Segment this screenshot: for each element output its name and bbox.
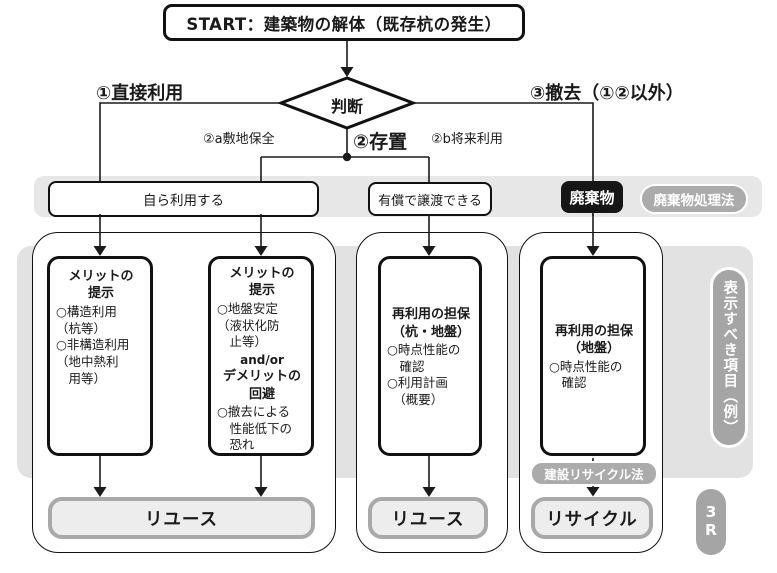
outcome-recycle-label: リサイクル	[546, 509, 638, 530]
branch-label-direct-use: ①直接利用	[96, 83, 184, 104]
arrow-down-icon	[254, 487, 268, 497]
branch-label-removal: ③撤去（①②以外）	[530, 83, 684, 104]
arrow-down-icon	[586, 487, 600, 497]
column-box-reuse-guarantee-ground: 再利用の担保 （地盤） ○時点性能の 確認	[540, 256, 646, 456]
branch-label-retain: ②存置	[353, 131, 408, 153]
node-paid-transfer-label: 有償で譲渡できる	[378, 193, 482, 209]
outcome-recycle: リサイクル	[531, 497, 653, 539]
badge-construction-recycling-law-label: 建設リサイクル法	[544, 467, 644, 482]
decision-diamond	[276, 76, 418, 130]
badge-3r: 3 R	[696, 489, 726, 555]
column1-body: ○構造利用 （杭等） ○非構造利用 （地中熱利 用等）	[56, 303, 130, 386]
outcome-reuse-left-label: リユース	[144, 509, 219, 530]
arrow-down-icon	[254, 246, 268, 256]
column2-body: ○地盤安定 （液状化防 止等）	[217, 300, 280, 350]
decision-label: 判断	[330, 97, 363, 116]
arrow-down-icon	[93, 487, 107, 497]
badge-waste-disposal-law: 廃棄物処理法	[640, 184, 748, 214]
outcome-reuse-mid: リユース	[368, 497, 488, 539]
column1-title: メリットの 提示	[68, 269, 134, 302]
outcome-reuse-mid-label: リユース	[391, 509, 465, 530]
column3-title: 再利用の担保 （杭・地盤）	[391, 307, 470, 340]
arrow-down-icon	[340, 67, 354, 77]
column4-title: 再利用の担保 （地盤）	[554, 323, 633, 357]
column2-title2: デメリットの 回避	[222, 369, 301, 402]
start-node: START：建築物の解体（既存杭の発生）	[163, 4, 525, 41]
arrow-down-icon	[586, 246, 600, 256]
branch-label-retain-b: ②b将来利用	[431, 132, 503, 147]
badge-waste-disposal-law-label: 廃棄物処理法	[653, 193, 735, 209]
junction-dot	[342, 152, 352, 162]
branch-label-retain-a: ②a敷地保全	[203, 132, 275, 147]
node-self-use: 自ら利用する	[48, 181, 319, 217]
node-waste-label: 廃棄物	[569, 188, 615, 207]
arrow-down-icon	[422, 487, 436, 497]
column3-body: ○時点性能の 確認 ○利用計画 （概要）	[387, 341, 461, 408]
start-label: START：建築物の解体（既存杭の発生）	[186, 14, 502, 34]
line-branch3	[413, 102, 594, 216]
line-branch1	[99, 102, 281, 216]
outcome-reuse-left: リユース	[48, 497, 315, 539]
column-box-reuse-guarantee-pile: 再利用の担保 （杭・地盤） ○時点性能の 確認 ○利用計画 （概要）	[378, 256, 482, 456]
node-waste: 廃棄物	[561, 181, 623, 213]
column2-connector: and/or	[240, 353, 284, 368]
badge-display-items: 表示すべき項目（例）	[710, 267, 748, 448]
column-box-merit-demerit: メリットの 提示 ○地盤安定 （液状化防 止等） and/or デメリットの 回…	[208, 256, 314, 456]
node-self-use-label: 自ら利用する	[143, 193, 224, 209]
node-paid-transfer: 有償で譲渡できる	[368, 182, 492, 216]
column-box-merit-direct: メリットの 提示 ○構造利用 （杭等） ○非構造利用 （地中熱利 用等）	[47, 256, 153, 456]
column2-title: メリットの 提示	[229, 266, 295, 299]
badge-display-items-label: 表示すべき項目（例）	[721, 280, 738, 435]
column4-body: ○時点性能の 確認	[549, 358, 623, 391]
arrow-down-icon	[93, 246, 107, 256]
arrow-down-icon	[422, 246, 436, 256]
badge-construction-recycling-law: 建設リサイクル法	[530, 461, 658, 486]
column2-body2: ○撤去による 性能低下の 恐れ	[217, 403, 293, 453]
